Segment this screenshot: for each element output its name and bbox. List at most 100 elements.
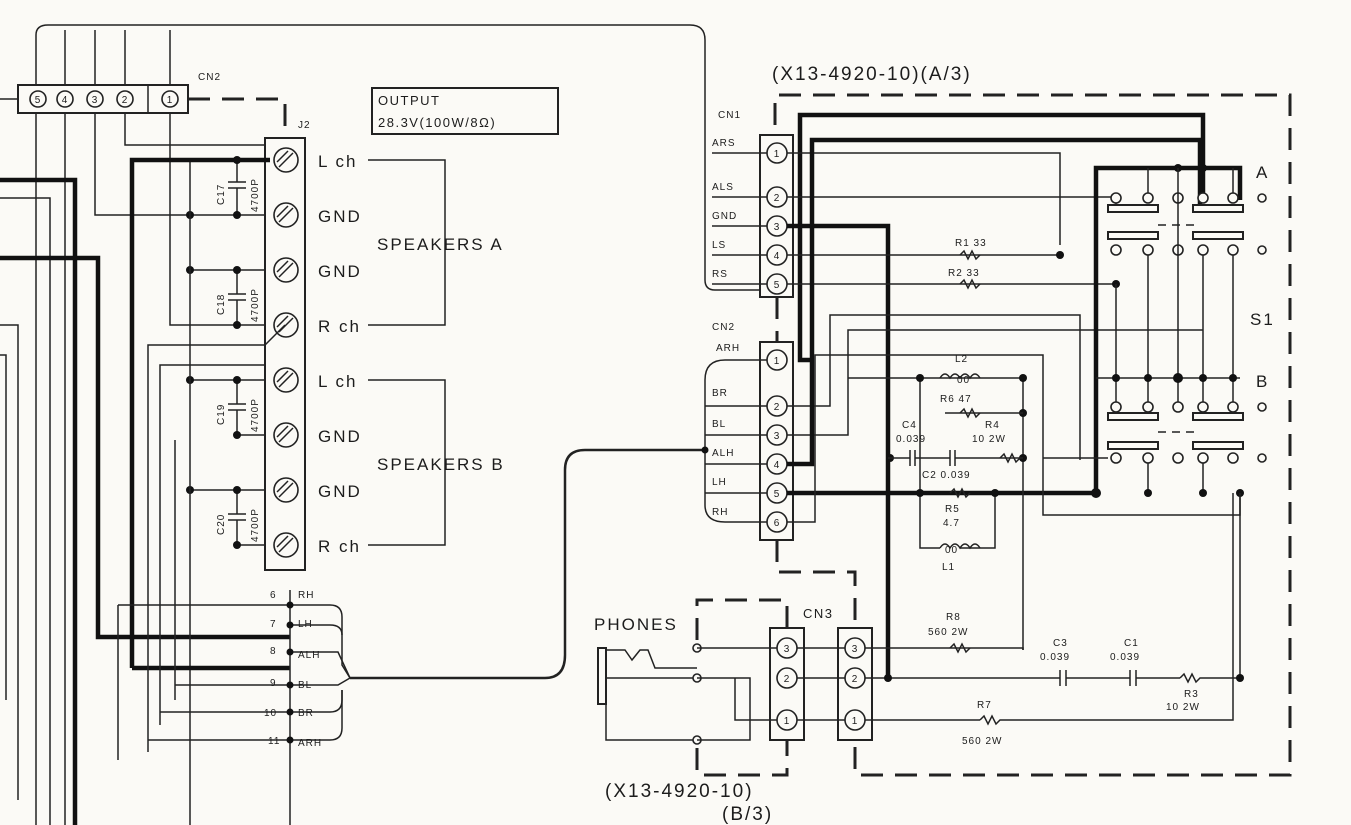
screw-terminal bbox=[273, 202, 299, 228]
terminal-label: GND bbox=[318, 482, 362, 501]
cn3-pin: 2 bbox=[852, 674, 859, 685]
terminal-label: GND bbox=[318, 207, 362, 226]
cap-name: C20 bbox=[216, 514, 227, 535]
cn2-right-pin: 5 bbox=[774, 489, 781, 500]
r8-value: 560 2W bbox=[928, 627, 968, 638]
c3-label: C3 bbox=[1053, 638, 1068, 649]
harness-num: 8 bbox=[270, 646, 277, 657]
cn1-sig: GND bbox=[712, 211, 737, 222]
cn2-left-connector: 5 4 3 2 1 CN2 bbox=[17, 72, 221, 114]
terminal-label: R ch bbox=[318, 537, 361, 556]
screw-terminals bbox=[273, 147, 299, 558]
r3-value: 10 2W bbox=[1166, 702, 1200, 713]
switch-pos-b: B bbox=[1256, 372, 1269, 391]
terminal-label: L ch bbox=[318, 152, 358, 171]
screw-terminal bbox=[273, 257, 299, 283]
phones-network: L2 00 R6 47 C4 0.039 R4 10 2W C2 0.039 R… bbox=[848, 354, 1027, 650]
cn1-pin: 5 bbox=[774, 280, 781, 291]
cn3-pin: 3 bbox=[784, 644, 791, 655]
screw-terminal bbox=[273, 367, 299, 393]
cn2-left-pin: 5 bbox=[35, 95, 42, 106]
phones-label: PHONES bbox=[594, 615, 678, 634]
output-rating-box: OUTPUT 28.3V(100W/8Ω) bbox=[371, 87, 559, 135]
harness-sig: ALH bbox=[298, 650, 320, 661]
screw-terminal bbox=[273, 422, 299, 448]
cn3-pin: 2 bbox=[784, 674, 791, 685]
harness-num: 11 bbox=[268, 736, 280, 747]
terminal-labels: L ch GND GND R ch L ch GND GND R ch bbox=[318, 152, 362, 556]
cn2-right-sig: LH bbox=[712, 477, 727, 488]
s1-label: S1 bbox=[1250, 310, 1275, 329]
bypass-capacitors: C17 4700P C18 4700P C19 4700P C20 4700P bbox=[186, 156, 265, 825]
harness-sig: BL bbox=[298, 680, 312, 691]
pcb-a-title: (X13-4920-10)(A/3) bbox=[772, 64, 972, 85]
c4-value: 0.039 bbox=[896, 434, 926, 445]
cn2-right-pin: 3 bbox=[774, 431, 781, 442]
r1-label: R1 33 bbox=[955, 238, 987, 249]
cap-value: 4700P bbox=[250, 398, 261, 432]
cn3-pin: 1 bbox=[784, 716, 791, 727]
c3-value: 0.039 bbox=[1040, 652, 1070, 663]
l1-value: 00 bbox=[945, 545, 958, 556]
cn2-right-connector: CN2 1 2 3 4 5 6 ARH BR BL ALH LH RH bbox=[701, 322, 794, 541]
terminal-label: GND bbox=[318, 427, 362, 446]
c4-label: C4 bbox=[902, 420, 917, 431]
cap-name: C18 bbox=[216, 294, 227, 315]
pcb-b-title: (X13-4920-10) bbox=[605, 781, 754, 802]
s1-switch: S1 A B bbox=[1043, 163, 1275, 678]
cn3-pin: 1 bbox=[852, 716, 859, 727]
screw-terminal bbox=[273, 477, 299, 503]
cn2-right-pin: 4 bbox=[774, 460, 781, 471]
cn2-left-pin: 4 bbox=[62, 95, 69, 106]
cn2-right-pin: 2 bbox=[774, 402, 781, 413]
cn2-right-pin: 1 bbox=[774, 356, 781, 367]
r5-label: R5 bbox=[945, 504, 960, 515]
cn1-sig: ALS bbox=[712, 182, 734, 193]
j2-label: J2 bbox=[298, 120, 311, 131]
c1-label: C1 bbox=[1124, 638, 1139, 649]
r7-label: R7 bbox=[977, 700, 992, 711]
r2-label: R2 33 bbox=[948, 268, 980, 279]
l2-value: 00 bbox=[957, 375, 970, 386]
cn1-pin: 4 bbox=[774, 251, 781, 262]
cn1-pin: 2 bbox=[774, 193, 781, 204]
c2-label: C2 0.039 bbox=[922, 470, 971, 481]
cn2-right-sig: ALH bbox=[712, 448, 734, 459]
cn2-right-sig: ARH bbox=[716, 343, 740, 354]
pcb-b-subtitle: (B/3) bbox=[722, 804, 773, 825]
speakers-b-label: SPEAKERS B bbox=[377, 455, 505, 474]
speaker-brackets: SPEAKERS A SPEAKERS B bbox=[368, 159, 505, 546]
harness-num: 10 bbox=[264, 708, 277, 719]
cn2-right-label: CN2 bbox=[712, 322, 735, 333]
cn3-area: CN3 3 2 1 3 2 1 R8 560 2W C3 0.039 C1 0.… bbox=[769, 493, 1244, 747]
l1-label: L1 bbox=[942, 562, 955, 573]
harness-sig: RH bbox=[298, 590, 314, 601]
r7-value: 560 2W bbox=[962, 736, 1002, 747]
cn2-right-sig: BR bbox=[712, 388, 728, 399]
cap-name: C17 bbox=[216, 184, 227, 205]
cn2-left-label: CN2 bbox=[198, 72, 221, 83]
l2-label: L2 bbox=[955, 354, 968, 365]
cn1-sig: LS bbox=[712, 240, 726, 251]
screw-terminal bbox=[273, 532, 299, 558]
harness-sig: BR bbox=[298, 708, 314, 719]
cap-value: 4700P bbox=[250, 178, 261, 212]
c1-value: 0.039 bbox=[1110, 652, 1140, 663]
harness-num: 7 bbox=[270, 619, 277, 630]
cn2-right-sig: RH bbox=[712, 507, 728, 518]
cn1-label: CN1 bbox=[718, 110, 741, 121]
cap-value: 4700P bbox=[250, 288, 261, 322]
terminal-label: R ch bbox=[318, 317, 361, 336]
terminal-label: L ch bbox=[318, 372, 358, 391]
r3-label: R3 bbox=[1184, 689, 1199, 700]
speakers-a-label: SPEAKERS A bbox=[377, 235, 504, 254]
terminal-label: GND bbox=[318, 262, 362, 281]
cn2-top-wires bbox=[35, 24, 760, 291]
cn1-connector: CN1 1 2 3 4 5 ARS ALS GND LS RS bbox=[712, 110, 794, 298]
output-rating: 28.3V(100W/8Ω) bbox=[378, 115, 496, 130]
switch-pos-a: A bbox=[1256, 163, 1269, 182]
cn3-pin: 3 bbox=[852, 644, 859, 655]
harness-sig: ARH bbox=[298, 738, 322, 749]
harness-sig: LH bbox=[298, 619, 313, 630]
